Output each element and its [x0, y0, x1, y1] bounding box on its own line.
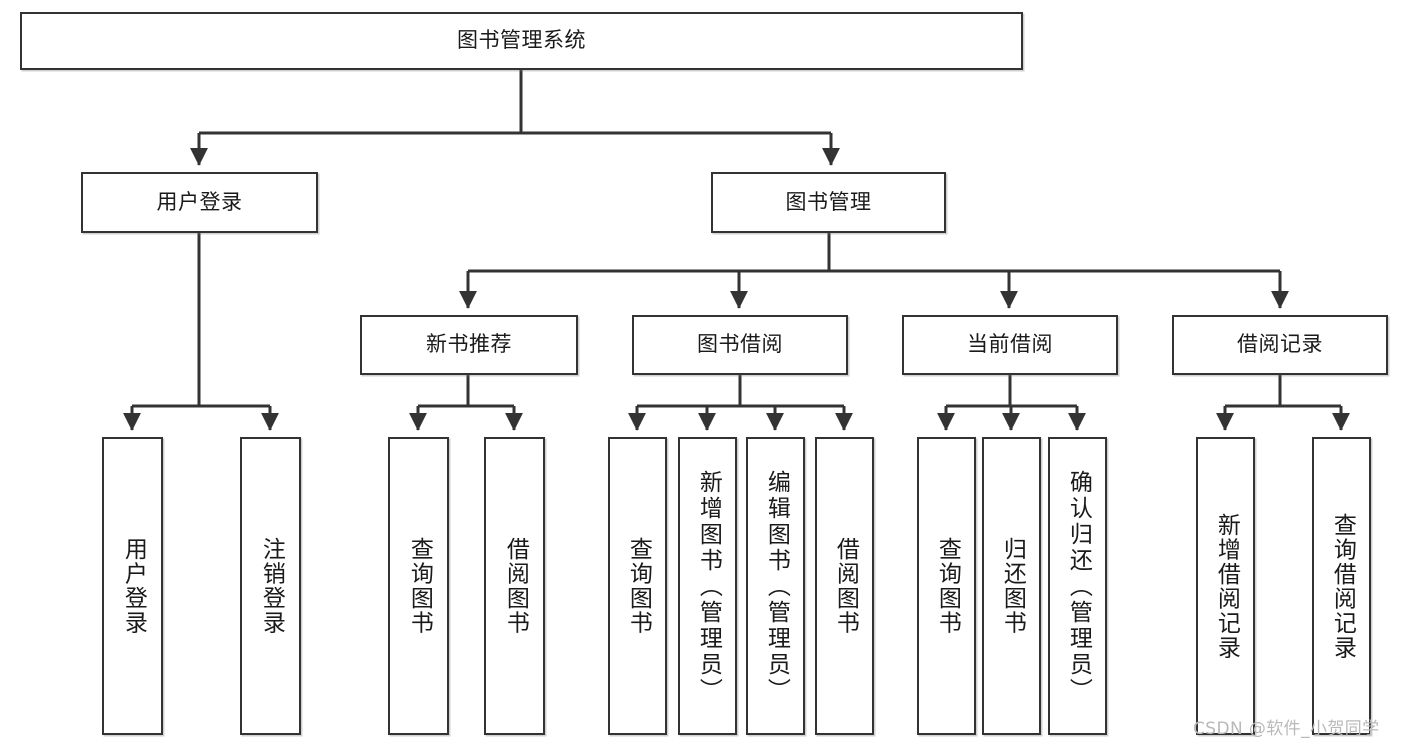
node-leaf-edit-book-label: 编辑图书（管理员） [763, 470, 790, 704]
node-leaf-user-login[interactable]: 用户登录 [102, 437, 163, 735]
node-leaf-return-book-label: 归还图书 [999, 537, 1026, 635]
node-root-label: 图书管理系统 [457, 28, 586, 53]
node-leaf-borrow-book-2-label: 借阅图书 [832, 537, 859, 635]
node-leaf-query-book-1[interactable]: 查询图书 [388, 437, 449, 735]
node-current-borrow[interactable]: 当前借阅 [902, 315, 1118, 375]
node-leaf-add-record[interactable]: 新增借阅记录 [1196, 437, 1255, 735]
node-book-manage-label: 图书管理 [785, 189, 872, 214]
node-leaf-query-book-3[interactable]: 查询图书 [917, 437, 976, 735]
node-leaf-query-record[interactable]: 查询借阅记录 [1312, 437, 1371, 735]
node-book-borrow[interactable]: 图书借阅 [632, 315, 848, 375]
node-user-login-label: 用户登录 [156, 189, 243, 214]
node-leaf-add-book[interactable]: 新增图书（管理员） [678, 437, 737, 735]
node-leaf-edit-book[interactable]: 编辑图书（管理员） [746, 437, 805, 735]
node-leaf-add-book-label: 新增图书（管理员） [695, 470, 722, 704]
node-leaf-user-logout[interactable]: 注销登录 [240, 437, 301, 735]
node-leaf-query-book-3-label: 查询图书 [934, 537, 961, 635]
node-book-borrow-label: 图书借阅 [697, 332, 783, 357]
node-leaf-confirm-return-label: 确认归还（管理员） [1065, 470, 1092, 704]
node-leaf-borrow-book-1-label: 借阅图书 [502, 537, 529, 635]
node-current-borrow-label: 当前借阅 [967, 332, 1053, 357]
node-user-login[interactable]: 用户登录 [81, 172, 318, 233]
node-new-book-recommend[interactable]: 新书推荐 [360, 315, 578, 375]
node-leaf-borrow-book-2[interactable]: 借阅图书 [815, 437, 874, 735]
node-leaf-confirm-return[interactable]: 确认归还（管理员） [1048, 437, 1107, 735]
csdn-watermark: CSDN @软件_小贺同学 [1193, 719, 1380, 739]
node-leaf-add-record-label: 新增借阅记录 [1213, 512, 1240, 660]
node-leaf-query-record-label: 查询借阅记录 [1329, 512, 1356, 660]
node-leaf-user-logout-label: 注销登录 [258, 537, 285, 635]
node-leaf-query-book-2[interactable]: 查询图书 [608, 437, 667, 735]
node-borrow-record-label: 借阅记录 [1237, 332, 1323, 357]
node-root-system[interactable]: 图书管理系统 [20, 12, 1023, 70]
node-borrow-record[interactable]: 借阅记录 [1172, 315, 1388, 375]
node-leaf-query-book-1-label: 查询图书 [406, 537, 433, 635]
node-leaf-user-login-label: 用户登录 [120, 537, 147, 635]
node-leaf-query-book-2-label: 查询图书 [625, 537, 652, 635]
node-leaf-borrow-book-1[interactable]: 借阅图书 [484, 437, 545, 735]
node-new-book-recommend-label: 新书推荐 [426, 332, 512, 357]
node-book-manage[interactable]: 图书管理 [711, 172, 946, 233]
node-leaf-return-book[interactable]: 归还图书 [982, 437, 1041, 735]
